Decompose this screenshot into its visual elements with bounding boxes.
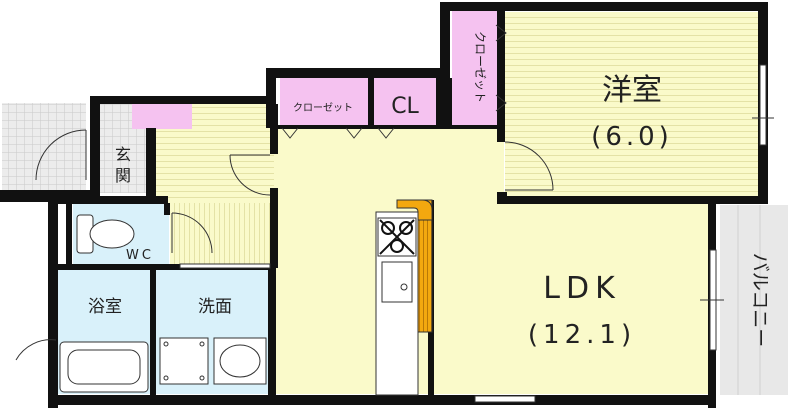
porch-tile <box>2 103 86 193</box>
windows <box>179 64 774 403</box>
stove-icon <box>379 219 415 255</box>
youshitsu-size: (6.0) <box>591 122 673 152</box>
genkan-label: 玄関 <box>115 145 131 185</box>
closet-vertical-fill <box>452 10 497 128</box>
closet-top-fill <box>280 77 368 127</box>
ldk-label: LDK <box>543 271 621 306</box>
yokushitsu-label: 浴室 <box>88 297 122 317</box>
youshitsu-floor <box>505 12 758 196</box>
washbasin-icon <box>213 337 267 385</box>
cl-fill <box>374 77 436 127</box>
senmen-label: 洗面 <box>198 297 232 317</box>
youshitsu-label: 洋室 <box>602 73 662 108</box>
genkan-shoebox <box>132 103 192 129</box>
washer-pan-icon <box>159 337 209 385</box>
toilet-icon <box>76 214 135 254</box>
hall-strip <box>170 203 274 265</box>
balcony-label: バルコニー <box>749 253 771 348</box>
closet-vertical-label: クローゼット <box>473 31 487 103</box>
wc-label: WC <box>126 248 154 263</box>
ldk-size: (12.1) <box>528 320 636 350</box>
doors <box>15 24 554 361</box>
balcony-floor <box>720 205 788 395</box>
closet-top-label: クローゼット <box>293 102 353 114</box>
cl-label: CL <box>391 94 419 119</box>
bathtub-icon <box>59 341 149 393</box>
ldk-floor-b <box>432 200 710 394</box>
